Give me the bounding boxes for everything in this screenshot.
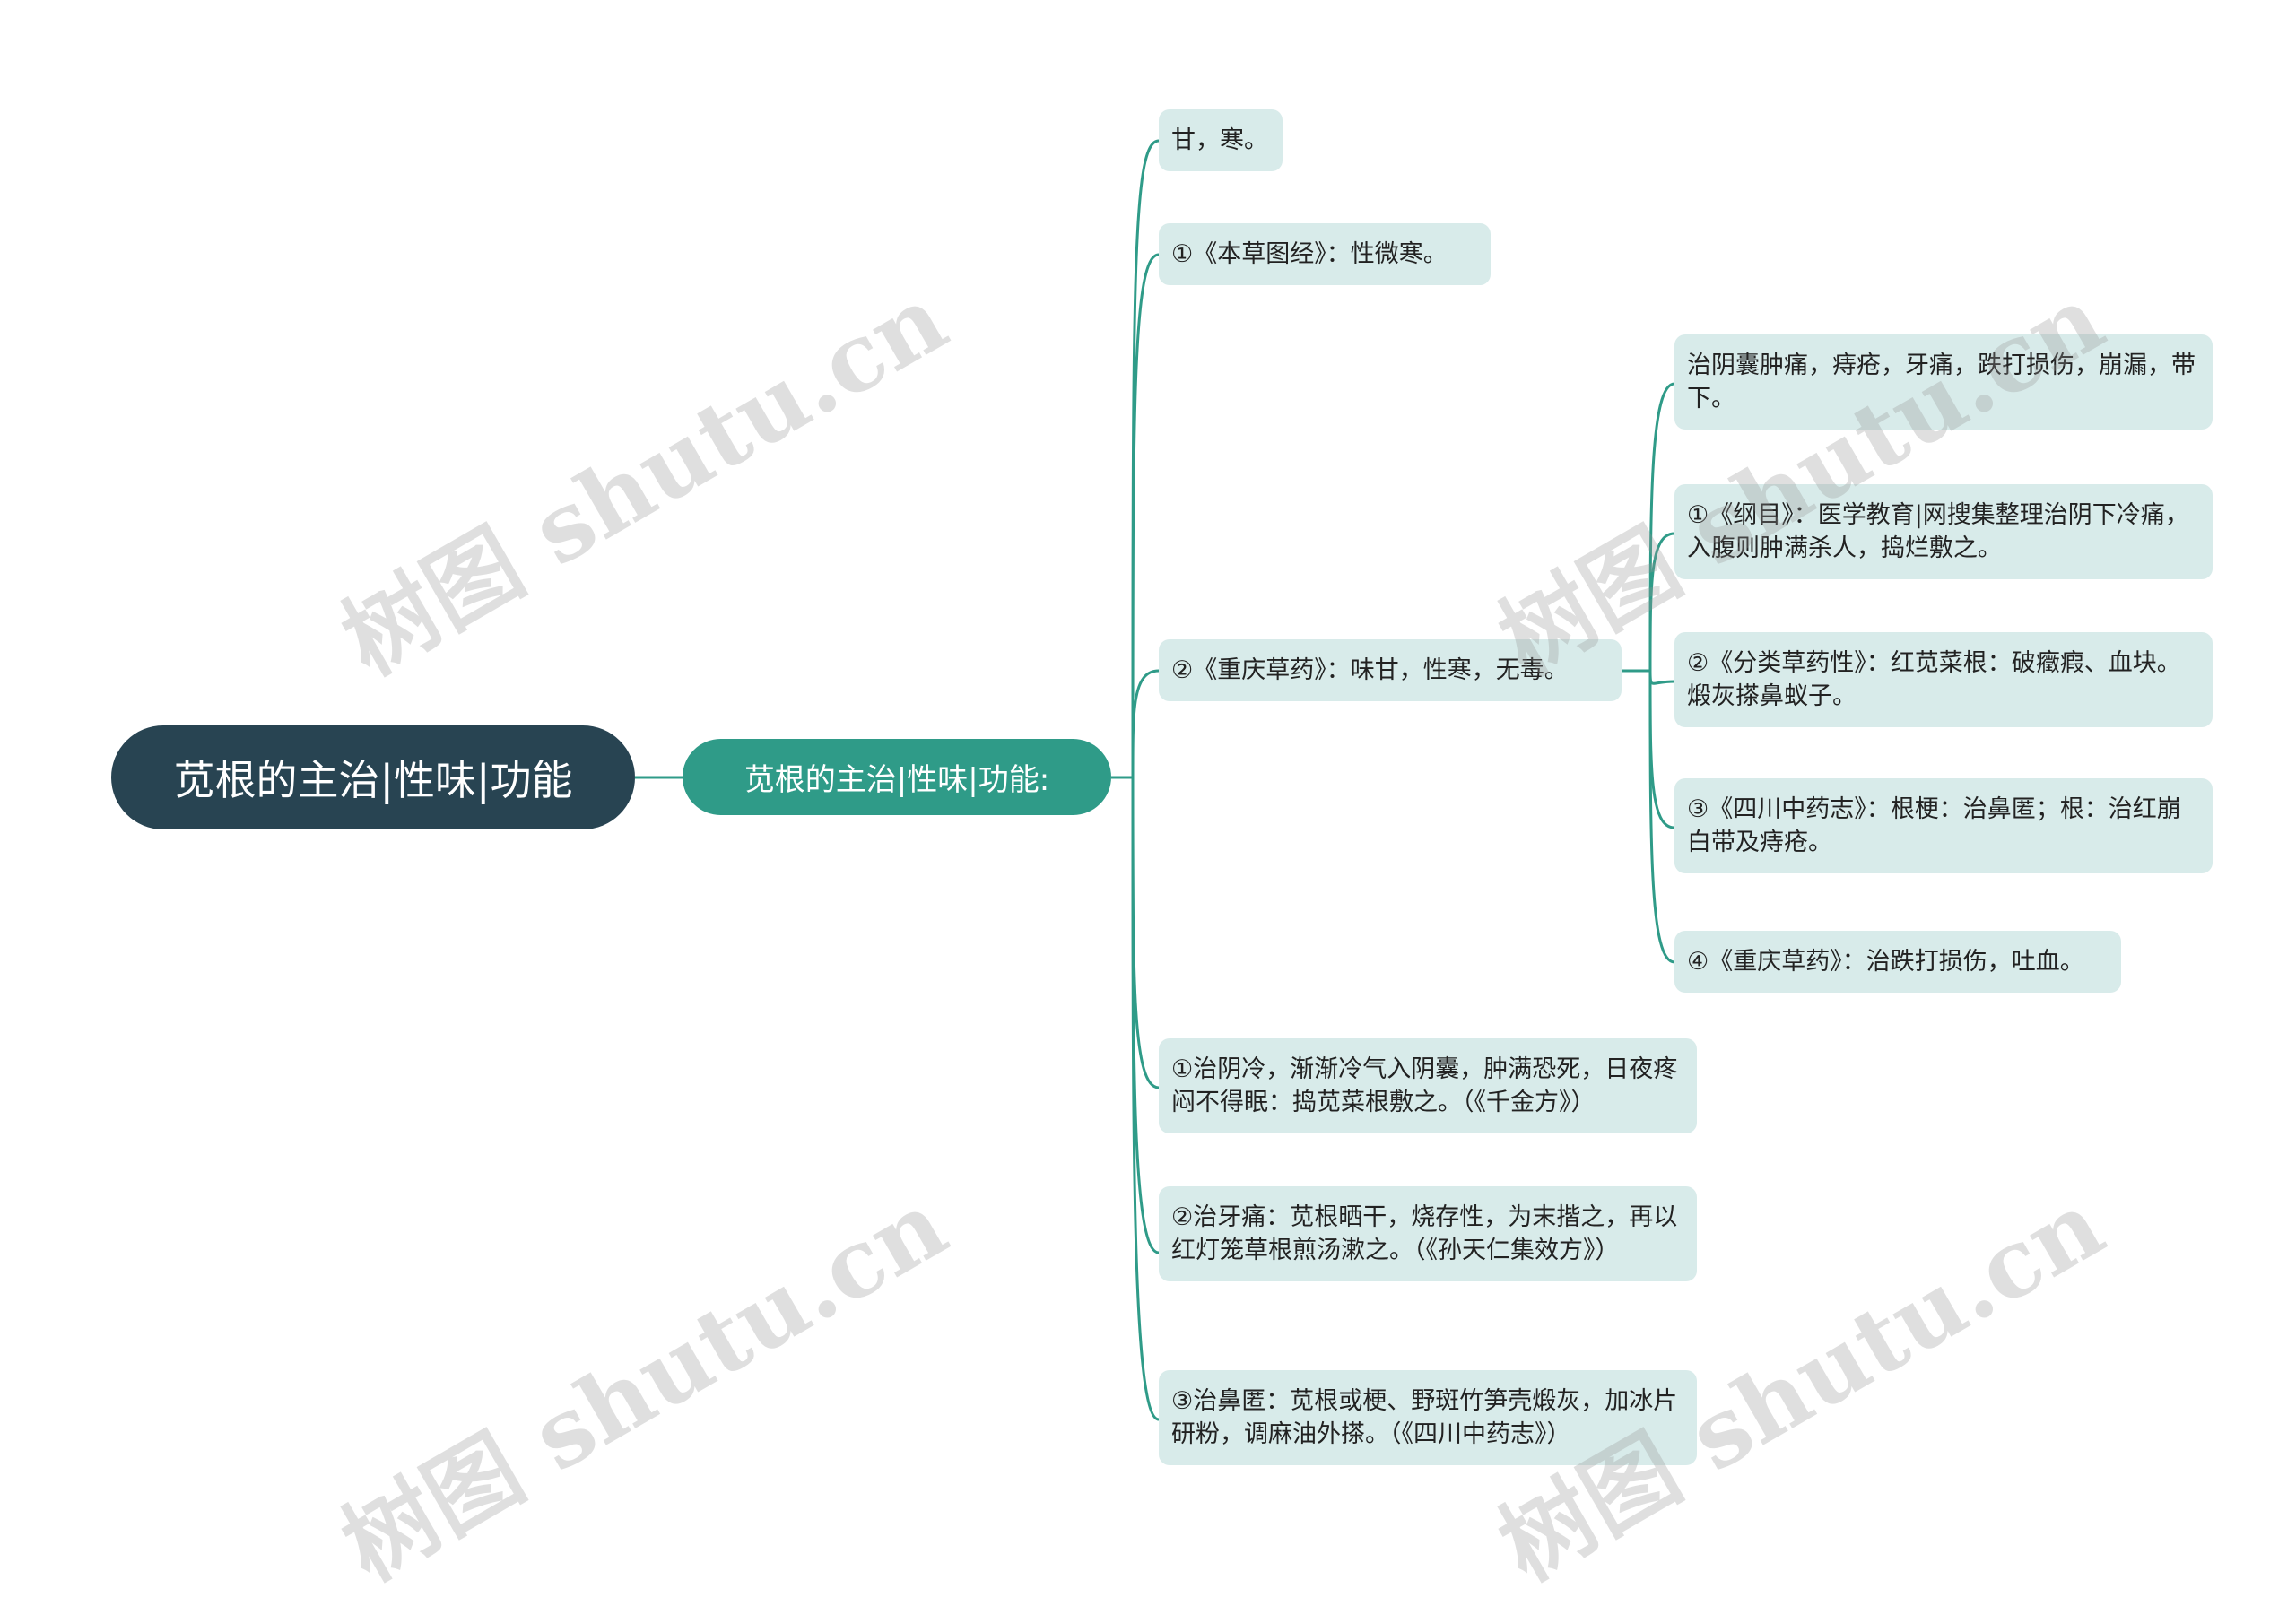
sub-node-fenlei-caoyaoxing[interactable]: ②《分类草药性》：红苋菜根：破癥瘕、血块。煅灰搽鼻蚁子。 — [1674, 632, 2213, 727]
link-branch-2 — [1131, 253, 1160, 778]
hub-node[interactable]: 苋根的主治|性味|功能: — [683, 739, 1111, 815]
watermark-1: 树图 shutu.cn — [324, 263, 964, 697]
branch-node-bencao-tujing[interactable]: ①《本草图经》：性微寒。 — [1159, 223, 1491, 285]
link-sub-1 — [1648, 382, 1675, 672]
sub-node-chongqing-caoyao[interactable]: ④《重庆草药》：治跌打损伤，吐血。 — [1674, 931, 2121, 993]
link-branch-3 — [1131, 669, 1160, 778]
sub-node-gangmu[interactable]: ①《纲目》：医学教育|网搜集整理治阴下冷痛，入腹则肿满杀人，捣烂敷之。 — [1674, 484, 2213, 579]
link-sub-5 — [1648, 670, 1675, 964]
link-branch-1 — [1131, 139, 1160, 778]
mindmap-canvas: 苋根的主治|性味|功能 苋根的主治|性味|功能: 甘，寒。 ①《本草图经》：性微… — [111, 109, 2213, 1602]
branch-node-prescription-2[interactable]: ②治牙痛：苋根晒干，烧存性，为末揩之，再以红灯笼草根煎汤漱之。（《孙天仁集效方》… — [1159, 1186, 1697, 1281]
branch-node-prescription-1[interactable]: ①治阴冷，渐渐冷气入阴囊，肿满恐死，日夜疼闷不得眠：捣苋菜根敷之。（《千金方》） — [1159, 1038, 1697, 1133]
sub-node-indications[interactable]: 治阴囊肿痛，痔疮，牙痛，跌打损伤，崩漏，带下。 — [1674, 334, 2213, 430]
sub-node-sichuan-zhongyaozhi[interactable]: ③《四川中药志》：根梗：治鼻匿；根：治红崩白带及痔疮。 — [1674, 778, 2213, 873]
branch-node-chongqing-caoyao[interactable]: ②《重庆草药》：味甘，性寒，无毒。 — [1159, 639, 1622, 701]
link-sub-4 — [1648, 670, 1675, 829]
branch-node-prescription-3[interactable]: ③治鼻匿：苋根或梗、野斑竹笋壳煅灰，加冰片研粉，调麻油外搽。（《四川中药志》） — [1159, 1370, 1697, 1465]
watermark-3: 树图 shutu.cn — [324, 1168, 964, 1602]
link-sub-3 — [1648, 670, 1675, 685]
link-branch-4 — [1131, 777, 1160, 1089]
link-branch-5 — [1131, 777, 1160, 1254]
branch-node-taste[interactable]: 甘，寒。 — [1159, 109, 1283, 171]
root-node[interactable]: 苋根的主治|性味|功能 — [111, 725, 635, 829]
link-branch-6 — [1131, 777, 1160, 1421]
link-sub-2 — [1648, 532, 1675, 672]
